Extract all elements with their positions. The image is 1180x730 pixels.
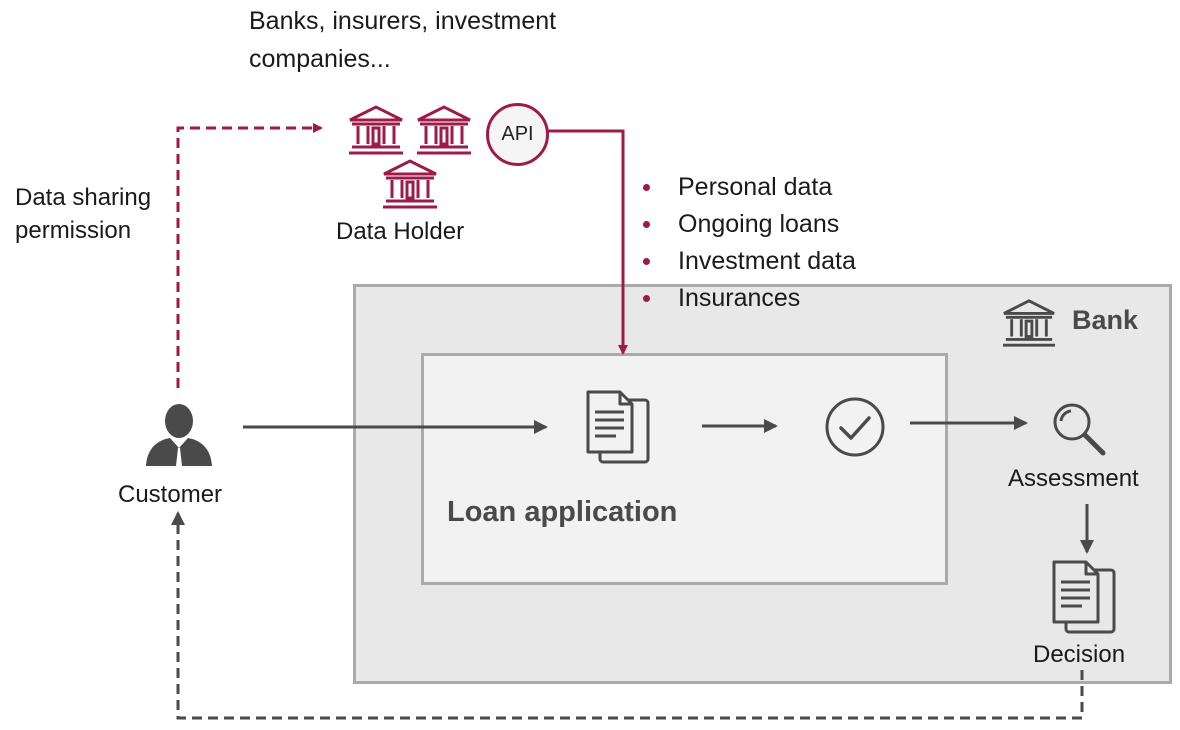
- list-item: Personal data: [640, 169, 856, 206]
- permission-label: Data sharing permission: [15, 184, 152, 244]
- check-circle-icon: [825, 397, 885, 457]
- assessment-label: Assessment: [1008, 465, 1139, 492]
- data-holders-heading: Banks, insurers, investment companies...: [249, 7, 557, 73]
- bank-building-icon: [349, 105, 403, 155]
- bank-building-icon: [383, 159, 437, 209]
- bank-building-icon: [1003, 299, 1055, 347]
- document-icon: [586, 390, 650, 464]
- permission-arrow: [176, 123, 323, 388]
- api-icon: API: [486, 103, 549, 166]
- api-label: API: [501, 123, 534, 145]
- bank-building-icon: [417, 105, 471, 155]
- magnifier-icon: [1053, 403, 1106, 456]
- shared-data-list: Personal data Ongoing loans Investment d…: [640, 169, 856, 317]
- document-icon: [1052, 560, 1116, 634]
- loan-application-container: [421, 353, 948, 585]
- api-data-arrow: [543, 129, 628, 355]
- loan-application-label: Loan application: [447, 496, 678, 528]
- list-item: Investment data: [640, 243, 856, 280]
- decision-label: Decision: [1033, 641, 1126, 668]
- bank-label: Bank: [1072, 305, 1139, 335]
- list-item: Ongoing loans: [640, 206, 856, 243]
- data-holder-label: Data Holder: [336, 218, 465, 245]
- customer-person-icon: [146, 404, 212, 466]
- list-item: Insurances: [640, 280, 856, 317]
- customer-label: Customer: [118, 481, 223, 508]
- decision-to-customer-arrow: [171, 511, 1084, 720]
